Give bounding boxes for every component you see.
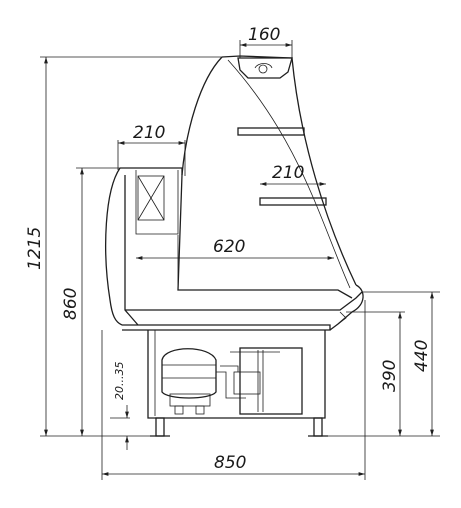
cabinet-outline <box>105 55 364 331</box>
dimension-front-height-440: 440 <box>412 292 434 436</box>
extension-lines <box>40 40 440 480</box>
dimension-front-height-390: 390 <box>380 312 402 436</box>
dimension-total-depth: 850 <box>102 453 365 476</box>
dimension-label-620: 620 <box>213 237 245 257</box>
dimension-adjustable-feet: 20...35 <box>113 362 129 450</box>
dimension-label-390: 390 <box>380 360 400 392</box>
dimension-upper-shelf-depth: 210 <box>118 123 185 145</box>
dimension-label-440: 440 <box>412 340 432 372</box>
machine-compartment <box>147 330 328 437</box>
dimension-inner-depth: 620 <box>136 237 334 260</box>
dimension-label-210-upper: 210 <box>133 123 165 143</box>
dimension-label-1215: 1215 <box>25 227 45 270</box>
dimension-counter-height: 860 <box>61 168 84 436</box>
dimension-total-height: 1215 <box>25 57 48 436</box>
dimension-label-20-35: 20...35 <box>113 362 126 400</box>
dimension-label-850: 850 <box>214 453 246 473</box>
dimension-top-lamp-width: 160 <box>240 25 292 47</box>
dimension-shelf-depth: 210 <box>260 163 326 186</box>
dimension-label-860: 860 <box>61 288 81 320</box>
dimension-label-210-shelf: 210 <box>272 163 304 183</box>
dimension-label-160: 160 <box>248 25 280 45</box>
